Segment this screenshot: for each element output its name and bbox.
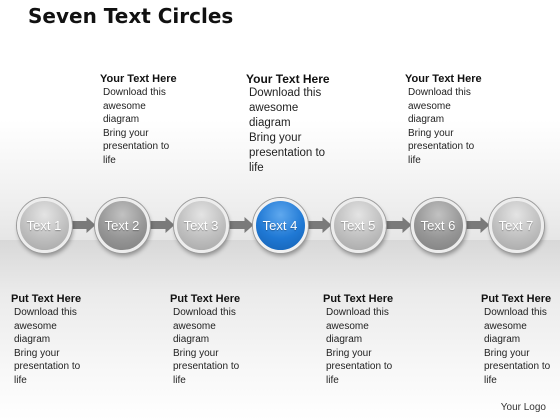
circle-label: Text 4 (262, 217, 298, 233)
text-block-line: awesome (408, 100, 451, 112)
slide-title: Seven Text Circles (28, 4, 234, 28)
circle-4: Text 4 (252, 197, 308, 253)
text-block-heading: Your Text Here (246, 72, 330, 86)
text-block-line: awesome (249, 102, 299, 114)
text-block-line: presentation to (484, 361, 551, 372)
text-block-line: diagram (14, 334, 51, 345)
text-block-line: awesome (14, 320, 57, 332)
text-block-line: awesome (484, 320, 527, 332)
text-block-line: diagram (326, 334, 363, 345)
text-block-line: presentation to (173, 361, 240, 372)
text-block-heading: Put Text Here (11, 293, 82, 305)
text-block-line: life (408, 154, 421, 166)
text-block-line: Download this (408, 87, 471, 98)
text-block-line: Bring your (173, 347, 219, 359)
connector-arrow (226, 217, 254, 233)
connector-arrow (305, 217, 332, 233)
text-block-line: Bring your (249, 132, 302, 144)
circle-6: Text 6 (410, 197, 466, 253)
text-block-line: Download this (103, 87, 166, 98)
background-band-bottom (0, 240, 560, 420)
text-block-line: awesome (173, 320, 216, 332)
circle-1: Text 1 (16, 197, 72, 253)
text-block-line: life (326, 374, 339, 386)
text-block-line: Download this (484, 307, 547, 318)
text-block-line: Bring your (103, 127, 149, 139)
text-block-line: diagram (249, 117, 291, 129)
circle-3: Text 3 (173, 197, 229, 253)
circle-5: Text 5 (330, 197, 386, 253)
text-block-line: life (14, 374, 27, 386)
connector-arrow (383, 217, 412, 233)
logo-text: Your Logo (500, 402, 546, 413)
text-block-line: life (484, 374, 497, 386)
text-block-line: life (103, 154, 116, 166)
text-block-line: diagram (173, 334, 210, 345)
text-block-line: Download this (173, 307, 236, 318)
text-block-line: presentation to (408, 141, 475, 152)
text-block-line: Bring your (484, 347, 530, 359)
text-block-heading: Put Text Here (323, 293, 394, 305)
text-block-line: Download this (249, 87, 322, 99)
text-block-line: Download this (326, 307, 389, 318)
text-block-line: life (249, 162, 264, 174)
text-block-line: diagram (408, 114, 445, 125)
connector-arrow (147, 217, 175, 233)
text-block-line: diagram (103, 114, 140, 125)
circle-2: Text 2 (94, 197, 150, 253)
circle-label: Text 3 (183, 217, 219, 233)
connector-arrow (463, 217, 490, 233)
text-block-heading: Put Text Here (170, 293, 241, 305)
circle-label: Text 6 (420, 217, 456, 233)
text-block-line: presentation to (14, 361, 81, 372)
text-block-line: Download this (14, 307, 77, 318)
connector-arrow (69, 217, 96, 233)
text-block-heading: Your Text Here (405, 73, 482, 85)
text-block-line: presentation to (326, 361, 393, 372)
text-block-line: diagram (484, 334, 521, 345)
text-block-line: Bring your (408, 127, 454, 139)
text-block-line: presentation to (103, 141, 170, 152)
text-block-line: life (173, 374, 186, 386)
text-block-line: presentation to (249, 147, 326, 159)
text-block-line: awesome (103, 100, 146, 112)
circle-7: Text 7 (488, 197, 544, 253)
circle-label: Text 7 (498, 217, 534, 233)
text-block-line: Bring your (14, 347, 60, 359)
circle-label: Text 1 (26, 217, 62, 233)
text-block-line: awesome (326, 320, 369, 332)
circle-label: Text 2 (104, 217, 140, 233)
text-block-line: Bring your (326, 347, 372, 359)
text-block-heading: Your Text Here (100, 73, 177, 85)
text-block-heading: Put Text Here (481, 293, 552, 305)
circle-label: Text 5 (340, 217, 376, 233)
